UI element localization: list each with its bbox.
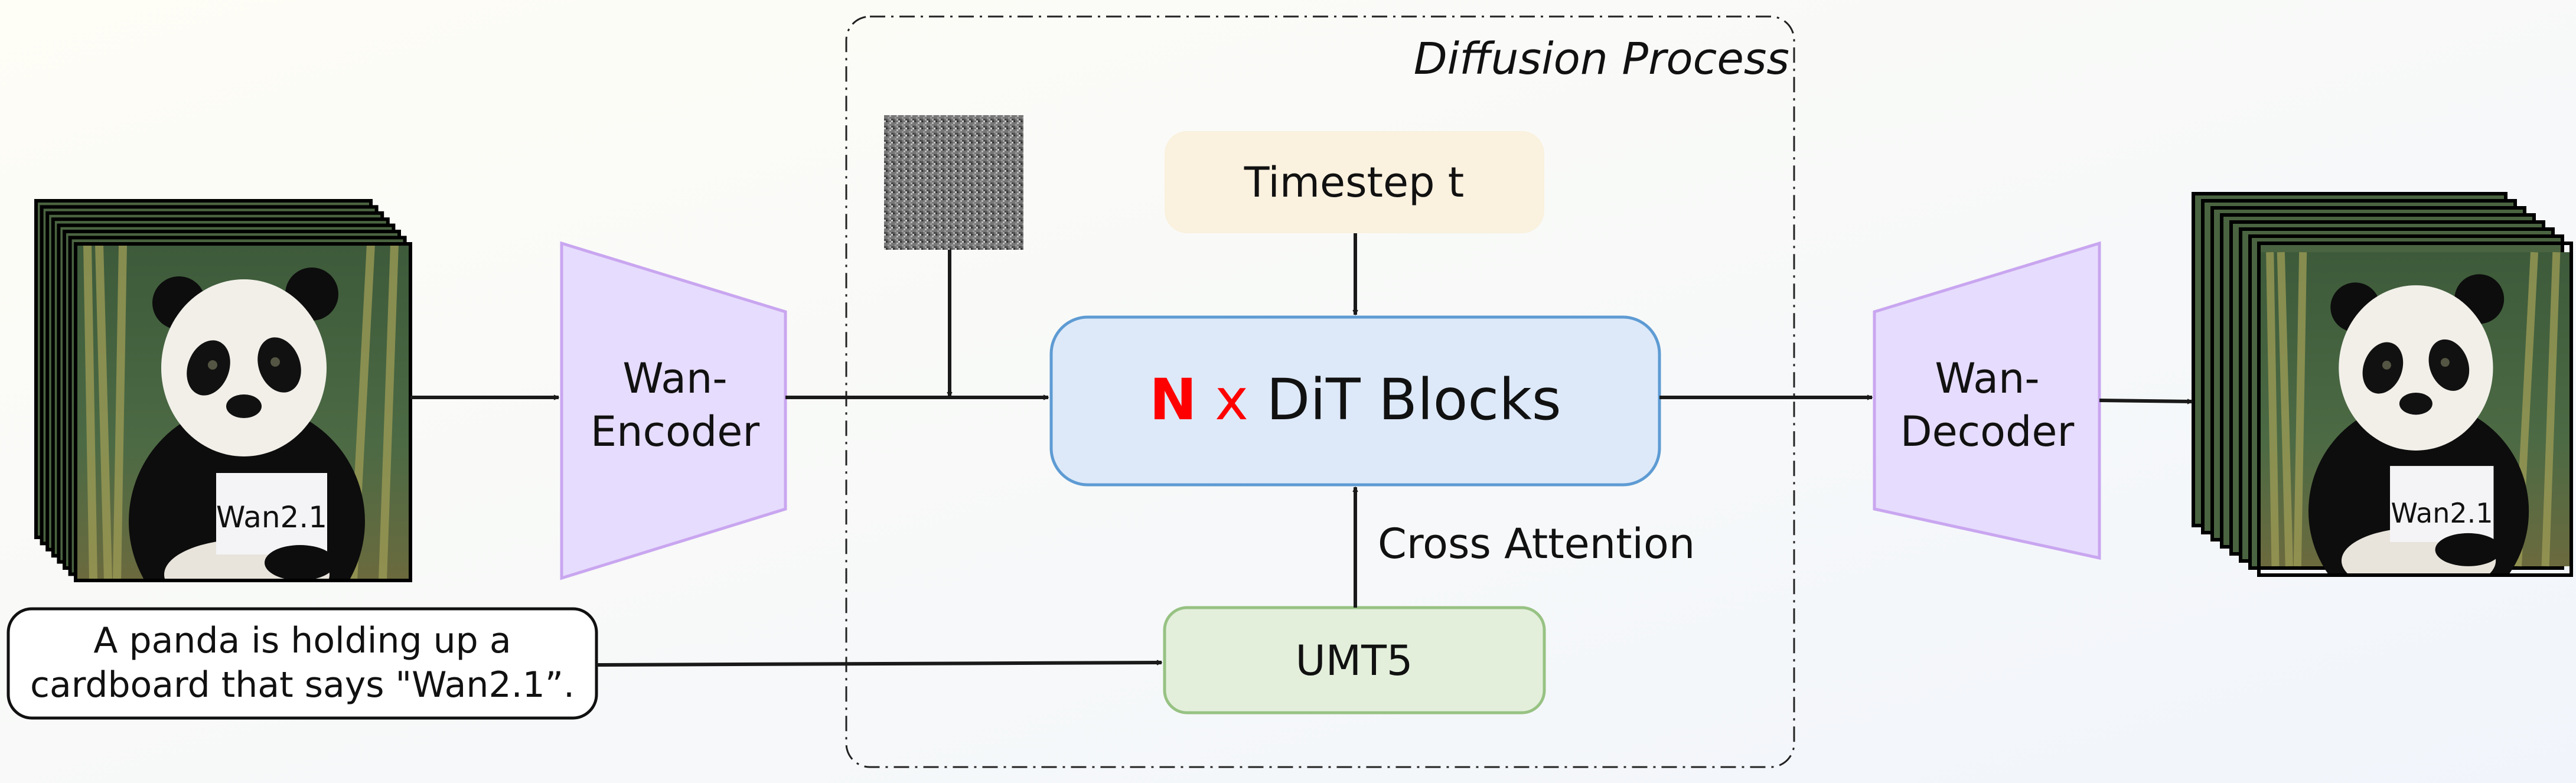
encoder-label-line2: Encoder: [591, 407, 759, 456]
arrow-decoder-to-video: [2099, 399, 2192, 402]
input-sign-text: Wan2.1: [216, 500, 327, 534]
wan-decoder-block: [1873, 241, 2101, 560]
timestep-label: Timestep t: [1244, 158, 1464, 207]
noise-latent-image: [884, 115, 1023, 250]
dit-n: N: [1149, 367, 1196, 433]
arrow-prompt-to-umt5: [596, 663, 1162, 667]
umt5-label: UMT5: [1296, 637, 1413, 685]
prompt-line2: cardboard that says "Wan2.1”.: [30, 664, 575, 706]
dit-label: N x DiT Blocks: [1149, 367, 1561, 433]
dit-x: x: [1215, 367, 1248, 433]
wan-encoder-block: [560, 241, 787, 580]
encoder-label-line1: Wan-: [622, 354, 727, 403]
decoder-label-line1: Wan-: [1935, 354, 2039, 403]
prompt-line1: A panda is holding up a: [93, 620, 511, 661]
dit-blocks: [1049, 315, 1661, 487]
input-video-frames: Wan2.1: [34, 199, 412, 582]
diffusion-process-region: [845, 15, 1795, 768]
output-sign-text: Wan2.1: [2391, 497, 2493, 529]
timestep-block: [1165, 131, 1544, 233]
decoder-label-line2: Decoder: [1900, 407, 2075, 456]
dit-blocks-text: DiT Blocks: [1266, 367, 1561, 433]
arrows: [410, 233, 2192, 667]
output-video-frames: Wan2.1: [2192, 192, 2573, 577]
diffusion-process-label: Diffusion Process: [1414, 34, 1789, 84]
cross-attention-label: Cross Attention: [1378, 520, 1695, 568]
